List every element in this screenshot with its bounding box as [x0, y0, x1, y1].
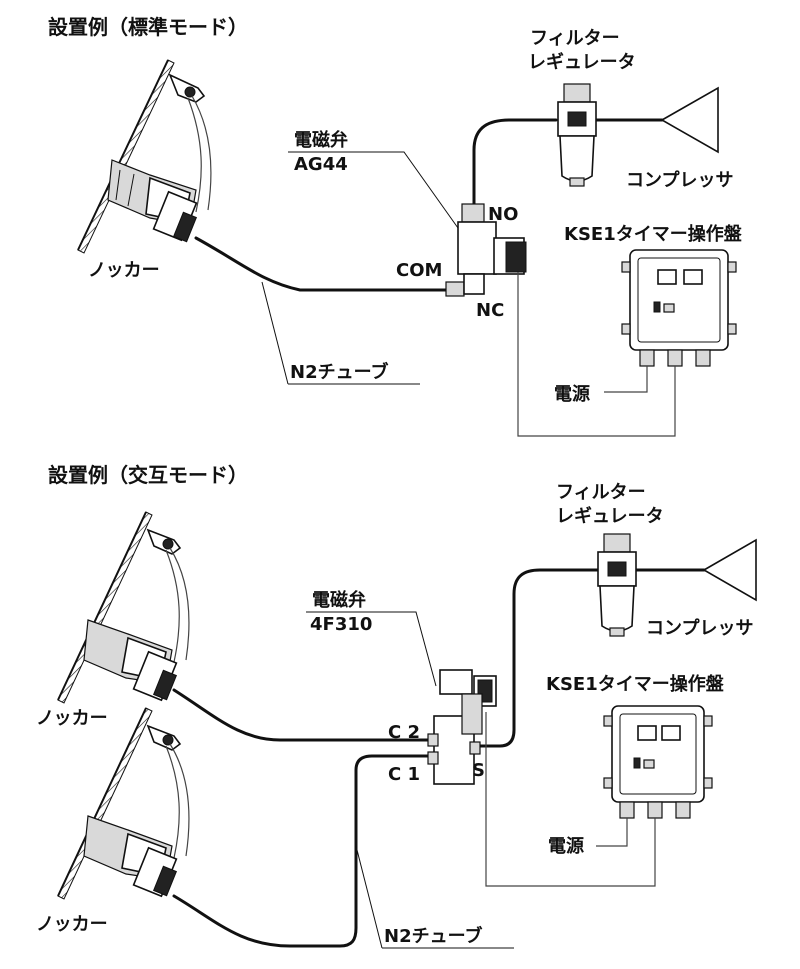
tube-callout-line-1	[261, 281, 289, 385]
filter-label-line2-2: レギュレータ	[556, 506, 664, 527]
tube-label-1: N2チューブ	[290, 361, 389, 383]
supply-tube-2	[478, 568, 602, 748]
filter-label-line2-1: レギュレータ	[528, 52, 636, 73]
tube-label-2: N2チューブ	[384, 925, 483, 947]
compressor-label-2: コンプレッサ	[646, 617, 753, 639]
section-title-standard: 設置例（標準モード）	[48, 15, 248, 39]
port-com-label: COM	[396, 260, 442, 281]
valve-callout-line-1	[288, 151, 459, 229]
knocker-label-1: ノッカー	[88, 260, 160, 281]
power-label-2: 電源	[548, 835, 584, 857]
section-title-alternating: 設置例（交互モード）	[48, 463, 248, 487]
knocker-label-2b: ノッカー	[36, 914, 108, 935]
filter-regulator-1	[557, 83, 597, 187]
control-wire-2	[485, 712, 656, 887]
valve-label-line1-2: 電磁弁	[312, 589, 366, 611]
valve-label-line2-1: AG44	[294, 154, 348, 175]
supply-tube-1	[472, 118, 558, 210]
filter-label-line1-1: フィルター	[530, 28, 620, 49]
section-standard-mode: 設置例（標準モード） ノッカー	[48, 15, 743, 437]
valve-label-line1-1: 電磁弁	[294, 129, 348, 151]
knocker-label-2a: ノッカー	[36, 708, 108, 729]
section-alternating-mode: 設置例（交互モード） ノッカー ノッカー	[36, 463, 757, 949]
solenoid-valve-4f310	[427, 669, 497, 785]
timer-label-1: KSE1タイマー操作盤	[564, 223, 743, 245]
valve-label-line2-2: 4F310	[310, 614, 372, 635]
port-no-label: NO	[488, 204, 518, 225]
knocker-assembly-2a	[57, 511, 190, 704]
solenoid-valve-ag44	[445, 203, 527, 297]
compressor-symbol-1	[660, 86, 719, 154]
n2-tube-1	[194, 236, 450, 292]
power-label-1: 電源	[554, 383, 590, 405]
knocker-assembly-2b	[57, 707, 190, 900]
timer-panel-1	[621, 249, 737, 367]
compressor-symbol-2	[702, 538, 757, 602]
timer-label-2: KSE1タイマー操作盤	[546, 673, 725, 695]
control-wire-1	[517, 272, 676, 437]
filter-regulator-2	[597, 533, 637, 637]
knocker-assembly-1	[77, 59, 212, 254]
port-c2-label: C 2	[388, 722, 420, 743]
compressor-label-1: コンプレッサ	[626, 169, 733, 191]
valve-callout-line-2	[306, 611, 437, 687]
power-wire-1	[604, 366, 648, 393]
filter-label-line1-2: フィルター	[556, 482, 646, 503]
port-c1-label: C 1	[388, 764, 420, 785]
port-s-label: S	[472, 760, 485, 781]
power-wire-2	[596, 818, 628, 847]
timer-panel-2	[603, 705, 713, 819]
n2-tube-c1	[172, 754, 432, 948]
port-nc-label: NC	[476, 300, 504, 321]
tube-callout-line-2	[355, 845, 383, 949]
n2-tube-c2	[172, 688, 432, 742]
